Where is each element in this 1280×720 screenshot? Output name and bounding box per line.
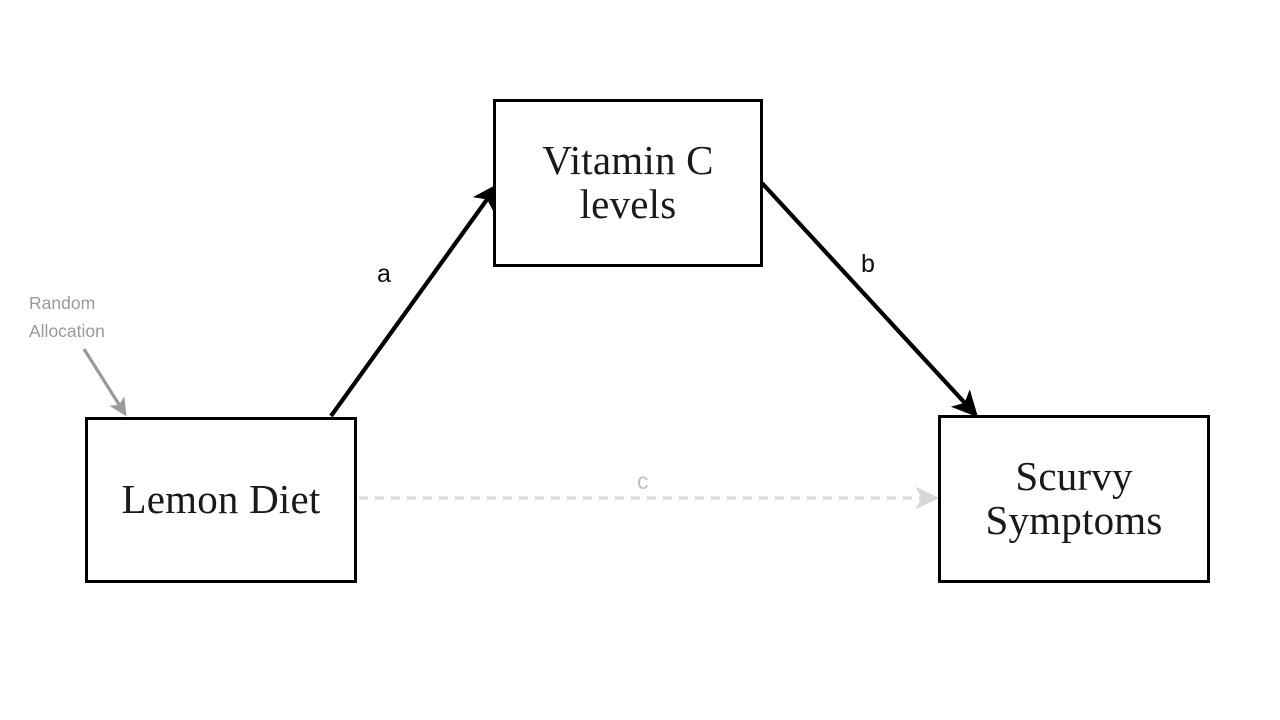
node-scurvy-symptoms-label: Scurvy Symptoms (985, 453, 1163, 543)
node-lemon-diet[interactable]: Lemon Diet (85, 417, 357, 583)
node-scurvy-symptoms[interactable]: Scurvy Symptoms (938, 415, 1210, 583)
random-allocation-annotation: Random Allocation (29, 293, 105, 342)
node-vitamin-c-levels-label: Vitamin C levels (542, 137, 714, 227)
path-b-arrow (760, 181, 979, 418)
node-vitamin-c-levels[interactable]: Vitamin C levels (493, 99, 763, 267)
path-b-label: b (861, 250, 875, 278)
path-c-label: c (637, 468, 649, 494)
path-a-label: a (377, 260, 391, 288)
path-a-arrow (329, 183, 499, 418)
random-allocation-arrow (82, 348, 127, 417)
node-lemon-diet-label: Lemon Diet (121, 476, 321, 523)
